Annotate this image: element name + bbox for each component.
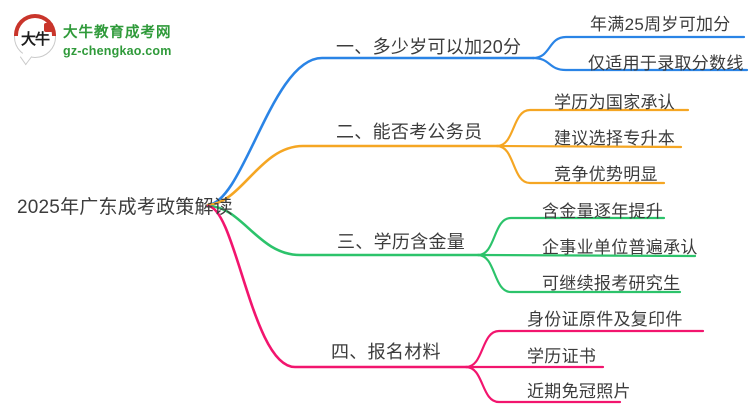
branch-node-2: 二、能否考公务员 <box>336 122 483 142</box>
branch2-trunk-line <box>206 144 499 207</box>
branch2-child1-line <box>495 108 690 148</box>
branch-node-4: 四、报名材料 <box>331 342 441 362</box>
leaf-node: 企事业单位普遍承认 <box>542 238 698 257</box>
branch1-trunk-line <box>206 56 535 207</box>
leaf-node: 身份证原件及复印件 <box>527 310 683 329</box>
logo-red-seal-icon <box>44 23 53 32</box>
brand-logo: 大牛 大牛教育成考网 gz-chengkao.com <box>14 14 172 66</box>
brand-text-block: 大牛教育成考网 gz-chengkao.com <box>63 16 172 58</box>
brand-url: gz-chengkao.com <box>63 44 172 58</box>
branch3-child3-line <box>476 253 682 294</box>
branch1-child2-line <box>531 56 749 72</box>
branch2-child2-line <box>495 144 683 149</box>
leaf-node: 学历证书 <box>527 347 597 366</box>
leaf-node: 含金量逐年提升 <box>542 202 664 221</box>
branch4-trunk-line <box>206 204 468 369</box>
leaf-node: 可继续报考研究生 <box>542 274 681 293</box>
branch3-child1-line <box>476 216 666 257</box>
branch4-child1-line <box>464 329 705 369</box>
branch3-child2-line <box>476 253 697 258</box>
branch2-child3-line <box>495 144 666 185</box>
branch3-trunk-line <box>206 204 480 257</box>
brand-name: 大牛教育成考网 <box>63 25 172 41</box>
leaf-node: 年满25周岁可加分 <box>590 15 731 34</box>
branch4-child3-line <box>464 365 622 404</box>
leaf-node: 仅适用于录取分数线 <box>588 54 744 73</box>
leaf-node: 学历为国家承认 <box>554 93 676 112</box>
leaf-node: 近期免冠照片 <box>527 382 631 401</box>
logo-mark-text: 大牛 <box>20 31 50 48</box>
central-topic: 2025年广东成考政策解读 <box>17 197 233 218</box>
branch-node-1: 一、多少岁可以加20分 <box>336 37 522 57</box>
branch-node-3: 三、学历含金量 <box>337 232 466 252</box>
leaf-node: 建议选择专升本 <box>554 129 676 148</box>
leaf-node: 竞争优势明显 <box>554 165 658 184</box>
brand-logo-mark: 大牛 <box>14 14 56 66</box>
